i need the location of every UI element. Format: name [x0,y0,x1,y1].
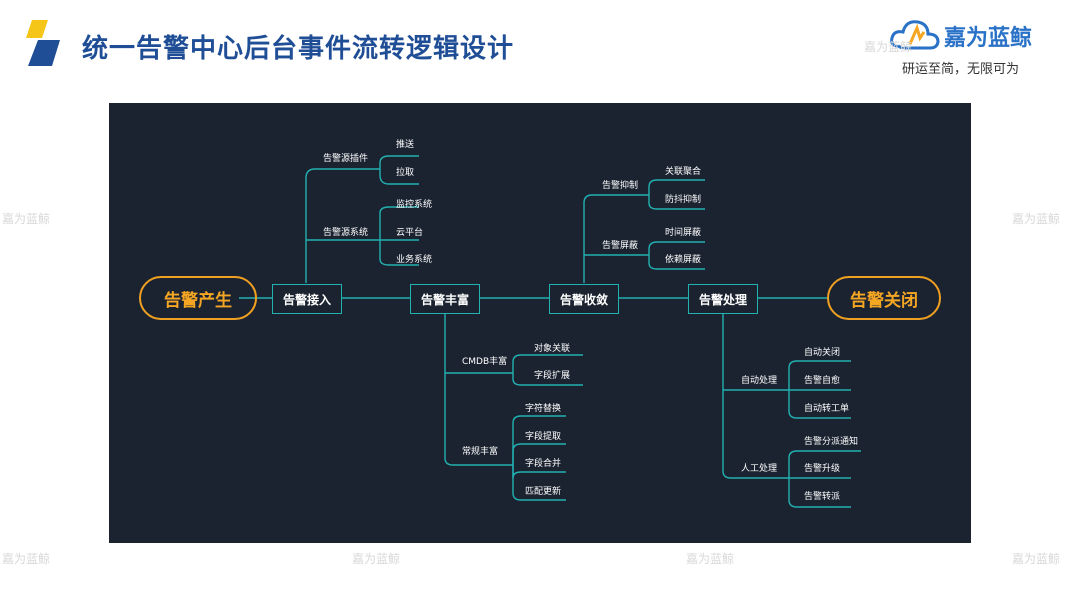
item-label: 自动转工单 [804,404,850,414]
item-label: 业务系统 [396,255,433,265]
item-label: 监控系统 [396,200,433,210]
item-label: 告警自愈 [804,376,841,386]
end-node: 告警关闭 [827,276,941,320]
item-label: 关联聚合 [665,167,702,177]
page-title: 统一告警中心后台事件流转逻辑设计 [82,34,515,64]
watermark: 嘉为蓝鲸 [1012,552,1061,566]
start-node: 告警产生 [139,276,257,320]
title-accent-icon [24,20,64,70]
watermark: 嘉为蓝鲸 [352,552,401,566]
item-label: 匹配更新 [525,487,562,497]
brand-slogan: 研运至简，无限可为 [902,62,1020,77]
item-label: 防抖抑制 [665,195,702,205]
item-label: 依赖屏蔽 [665,255,702,265]
stage-node-converge: 告警收敛 [549,284,619,314]
group-label: CMDB丰富 [462,357,508,367]
group-label: 常规丰富 [462,447,499,457]
stage-node-enrich: 告警丰富 [410,284,480,314]
item-label: 告警分派通知 [804,437,859,447]
brand-name: 嘉为蓝鲸 [944,26,1033,51]
item-label: 字段扩展 [534,371,571,381]
item-label: 字符替换 [525,404,562,414]
item-label: 推送 [396,140,415,150]
item-label: 对象关联 [534,344,571,354]
item-label: 拉取 [396,168,415,178]
item-label: 时间屏蔽 [665,228,702,238]
stage-node-access: 告警接入 [272,284,342,314]
watermark: 嘉为蓝鲸 [2,552,51,566]
item-label: 告警升级 [804,464,841,474]
brand-logo-icon [890,16,942,58]
watermark: 嘉为蓝鲸 [686,552,735,566]
watermark: 嘉为蓝鲸 [1012,212,1061,226]
watermark: 嘉为蓝鲸 [2,212,51,226]
group-label: 告警源系统 [323,228,369,238]
item-label: 云平台 [396,228,424,238]
stage-node-handle: 告警处理 [688,284,758,314]
group-label: 自动处理 [741,376,778,386]
group-label: 人工处理 [741,464,778,474]
connector-lines [239,155,861,508]
item-label: 告警转派 [804,492,841,502]
item-label: 自动关闭 [804,348,841,358]
group-label: 告警抑制 [602,181,639,191]
group-label: 告警屏蔽 [602,241,639,251]
item-label: 字段提取 [525,432,562,442]
watermark: 嘉为蓝鲸 [864,40,913,54]
group-label: 告警源插件 [323,154,369,164]
item-label: 字段合并 [525,459,562,469]
flow-diagram: 告警产生 告警关闭 告警接入 告警丰富 告警收敛 告警处理 告警源插件 推送 拉… [109,103,971,543]
